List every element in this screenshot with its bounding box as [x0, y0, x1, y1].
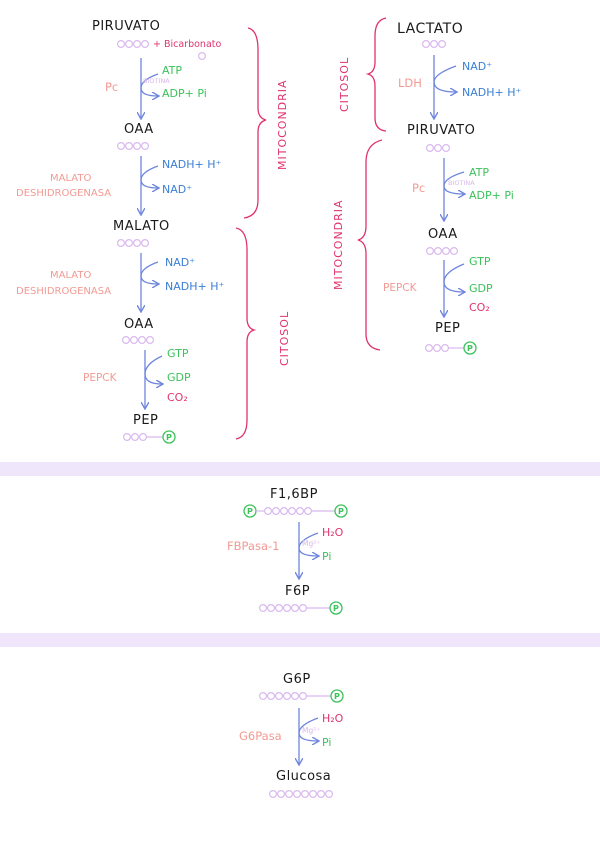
cofactor-gdp: GDP	[167, 371, 191, 384]
label-mitocondria: MITOCONDRIA	[276, 79, 289, 170]
carbon-chain	[116, 39, 207, 60]
cofactor-atp: ATP	[469, 166, 489, 179]
cofactor-nadh: NADH+ H⁺	[165, 280, 224, 293]
svg-text:P: P	[247, 507, 253, 516]
svg-text:P: P	[333, 604, 339, 613]
enzyme-pc: Pc	[105, 80, 118, 94]
metabolite-f6p: F6P	[285, 584, 310, 599]
cofactor-nad: NAD⁺	[462, 60, 492, 73]
metabolite-malato: MALATO	[113, 219, 170, 234]
brace-mitocondria	[357, 139, 383, 351]
carbon-chain	[259, 691, 331, 700]
svg-text:P: P	[334, 692, 340, 701]
brace-citosol	[365, 17, 387, 132]
phosphate-icon: P	[329, 601, 343, 615]
product-co2: CO₂	[167, 391, 188, 404]
enzyme-pepck: PEPCK	[83, 372, 118, 384]
carbon-chain	[269, 789, 334, 798]
metabolite-oaa: OAA	[124, 317, 154, 332]
product-pi: Pi	[322, 550, 331, 563]
product-pi: Pi	[322, 736, 331, 749]
cofactor-mg: Mg²⁺	[302, 539, 320, 548]
cofactor-arc	[298, 532, 318, 556]
label-biotina: BIOTINA	[448, 179, 475, 187]
cofactor-gdp: GDP	[469, 282, 493, 295]
carbon-chain	[422, 39, 447, 48]
carbon-chain	[116, 239, 150, 248]
carbon-chain	[426, 144, 451, 153]
carbon-chain	[116, 142, 150, 151]
carbon-chain	[121, 336, 155, 345]
carbon-chain	[259, 603, 330, 612]
label-biotina: BIOTINA	[143, 77, 170, 85]
carbon-chain	[425, 344, 464, 353]
brace-citosol	[235, 227, 257, 440]
section-divider	[0, 633, 600, 647]
cofactor-nad: NAD⁺	[162, 183, 192, 196]
enzyme-g6pasa: G6Pasa	[239, 729, 282, 743]
metabolite-pep: PEP	[133, 413, 158, 428]
product-co2: CO₂	[469, 301, 490, 314]
metabolite-piruvato: PIRUVATO	[92, 19, 160, 34]
enzyme-malato-dh: MALATO	[50, 270, 91, 281]
metabolite-g6p: G6P	[283, 672, 311, 687]
label-citosol: CITOSOL	[338, 57, 351, 112]
cofactor-adp-pi: ADP+ Pi	[162, 87, 207, 100]
metabolite-glucosa: Glucosa	[276, 769, 331, 784]
cofactor-h2o: H₂O	[322, 712, 344, 725]
cofactor-arc	[144, 355, 162, 384]
cofactor-h2o: H₂O	[322, 526, 344, 539]
phosphate-icon: P	[243, 504, 257, 518]
enzyme-malato-dh: MALATO	[50, 173, 91, 184]
cofactor-arc	[140, 165, 158, 188]
enzyme-pepck: PEPCK	[383, 282, 418, 294]
phosphate-icon: P	[334, 504, 348, 518]
metabolite-oaa: OAA	[124, 122, 154, 137]
enzyme-malato-dh: DESHIDROGENASA	[16, 188, 111, 199]
svg-text:P: P	[467, 344, 473, 353]
metabolite-pep: PEP	[435, 321, 460, 336]
svg-text:P: P	[338, 507, 344, 516]
cofactor-nad: NAD⁺	[165, 256, 195, 269]
label-bicarbonato: + Bicarbonato	[153, 39, 221, 50]
brace-mitocondria	[243, 27, 267, 219]
cofactor-arc	[140, 261, 158, 284]
cofactor-nadh: NADH+ H⁺	[162, 158, 221, 171]
metabolite-f16bp: F1,6BP	[270, 487, 318, 502]
label-mitocondria: MITOCONDRIA	[332, 199, 345, 290]
cofactor-gtp: GTP	[167, 347, 189, 360]
enzyme-pc: Pc	[412, 181, 425, 195]
cofactor-arc	[298, 717, 318, 741]
cofactor-arc	[443, 171, 464, 194]
carbon-chain	[256, 507, 335, 516]
cofactor-atp: ATP	[162, 64, 182, 77]
metabolite-piruvato: PIRUVATO	[407, 123, 475, 138]
phosphate-icon: P	[162, 430, 176, 444]
enzyme-ldh: LDH	[398, 76, 422, 90]
section-divider	[0, 462, 600, 476]
cofactor-nadh: NADH+ H⁺	[462, 86, 521, 99]
metabolite-oaa: OAA	[428, 227, 458, 242]
cofactor-mg: Mg²⁺	[302, 726, 320, 735]
carbon-chain	[122, 433, 163, 442]
metabolite-lactato: LACTATO	[397, 21, 463, 37]
svg-text:P: P	[166, 433, 172, 442]
cofactor-arc	[443, 263, 464, 292]
enzyme-malato-dh: DESHIDROGENASA	[16, 286, 111, 297]
carbon-chain	[426, 247, 459, 256]
cofactor-gtp: GTP	[469, 255, 491, 268]
phosphate-icon: P	[330, 689, 344, 703]
enzyme-fbpasa: FBPasa-1	[227, 539, 279, 553]
phosphate-icon: P	[463, 341, 477, 355]
label-citosol: CITOSOL	[278, 311, 291, 366]
cofactor-arc	[140, 73, 158, 96]
cofactor-arc	[433, 65, 456, 92]
cofactor-adp-pi: ADP+ Pi	[469, 189, 514, 202]
